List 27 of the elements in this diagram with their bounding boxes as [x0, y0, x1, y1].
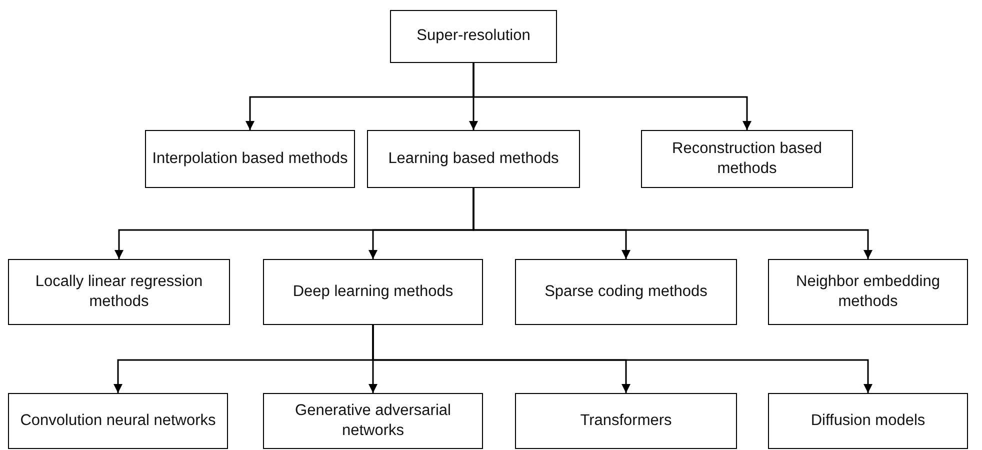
box-label: Interpolation based methods [152, 148, 348, 169]
box-label: Sparse coding methods [544, 282, 708, 302]
category-box [263, 393, 483, 449]
box-label: Deep learning methods [292, 282, 454, 302]
box-label: Neighbor embedding methods [795, 272, 941, 312]
box-label: Generative adversarial networks [294, 400, 452, 441]
arrow [472, 188, 872, 259]
category-box [263, 259, 483, 325]
category-box [8, 393, 228, 449]
category-box [768, 259, 968, 325]
category-box [390, 10, 557, 63]
category-box [8, 259, 230, 325]
arrow [372, 325, 872, 393]
category-box [641, 130, 853, 188]
box-label: Diffusion models [810, 410, 926, 431]
box-label: Reconstruction based methods [671, 138, 823, 179]
arrow [472, 63, 752, 130]
category-box [367, 130, 580, 188]
box-label: Learning based methods [388, 148, 559, 169]
box-label: Locally linear regression methods [34, 272, 204, 312]
category-box [515, 259, 737, 325]
category-box [145, 130, 355, 188]
box-label: Transformers [580, 410, 672, 431]
category-box [515, 393, 737, 449]
box-label: Convolution neural networks [20, 410, 216, 431]
box-label: Super-resolution [416, 26, 530, 46]
category-box [768, 393, 968, 449]
